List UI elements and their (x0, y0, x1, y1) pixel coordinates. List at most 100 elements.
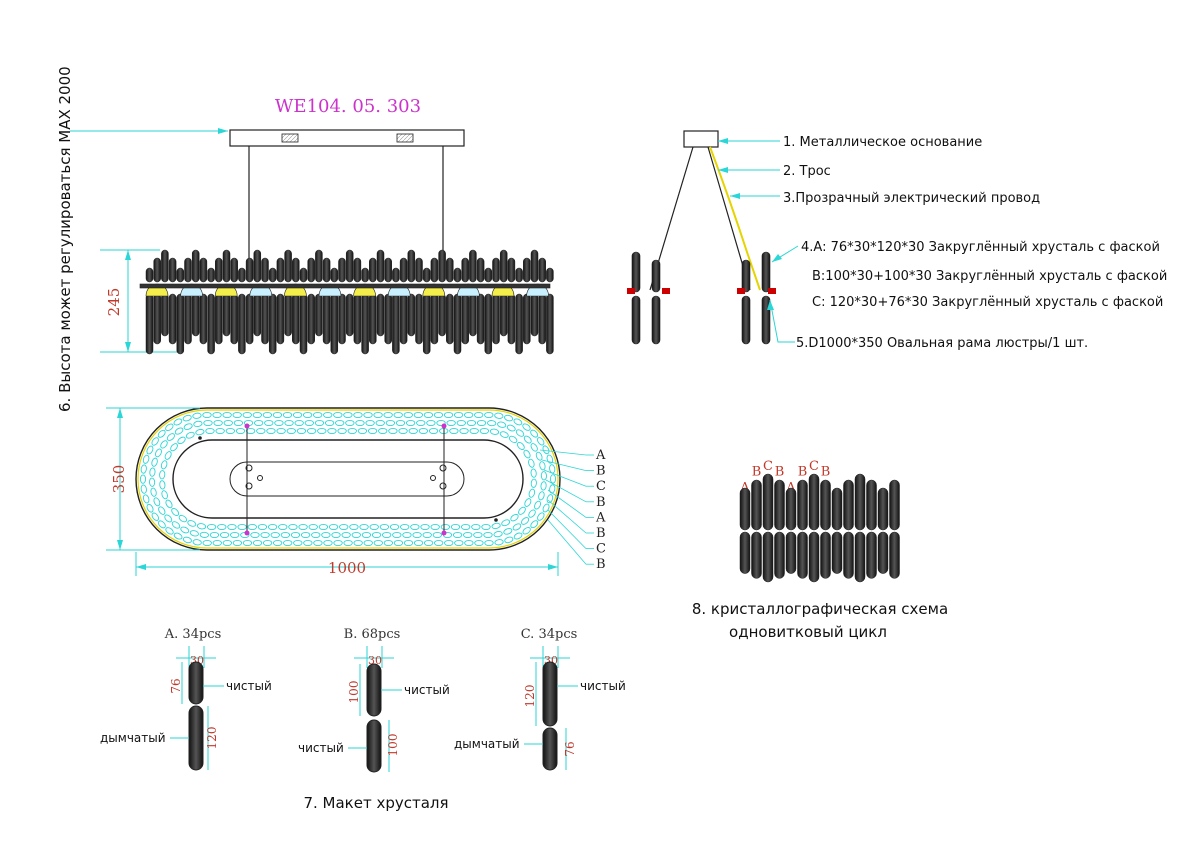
front-crystal-bottom (338, 293, 346, 345)
front-crystal-top (261, 257, 269, 283)
front-crystal-top (484, 267, 493, 283)
front-crystal-bottom (484, 293, 493, 355)
plan-crystal-link (302, 411, 313, 419)
plan-crystal-link (149, 467, 156, 477)
plan-crystal-link (433, 411, 444, 419)
plan-crystal-link (392, 531, 402, 539)
plan-crystal-link (474, 411, 484, 419)
scheme-crystal-array (739, 473, 900, 583)
plan-crystal-link (422, 531, 432, 539)
part-4a-label: 4.A: 76*30*120*30 Закруглённый хрусталь … (801, 240, 1160, 255)
plan-crystal-link (371, 531, 382, 539)
plan-crystal-link (473, 531, 483, 539)
plan-ring-letter: B (596, 464, 606, 479)
front-crystal-bottom (523, 293, 531, 345)
front-crystal-top (422, 267, 431, 283)
plan-crystal-link (157, 520, 166, 529)
plan-crystal-link (278, 523, 288, 531)
plan-crystal-link (537, 512, 545, 521)
scheme-crystal-bottom (889, 531, 900, 579)
plan-crystal-link (245, 427, 256, 435)
plan-crystal-link (434, 539, 444, 547)
front-crystal-bottom (299, 293, 308, 355)
plan-crystal-link (180, 526, 190, 534)
plan-crystal-link (474, 539, 484, 547)
front-crystal-bottom (161, 293, 169, 337)
front-crystal-top (161, 249, 169, 283)
plan-crystal-link (504, 536, 514, 544)
front-crystal-bottom (345, 293, 354, 337)
crystal-b-top-len: 100 (347, 681, 361, 704)
plan-crystal-link (530, 520, 539, 529)
front-crystal-bottom (453, 293, 462, 355)
front-crystal-bottom (191, 293, 200, 337)
front-crystal-top (245, 257, 254, 283)
plan-crystal-link (165, 527, 174, 535)
plan-crystal-link (449, 427, 459, 435)
plan-crystal-link (494, 412, 504, 419)
front-crystal-top (268, 267, 277, 283)
plan-crystal-link (413, 411, 423, 419)
plan-crystal-link (223, 419, 233, 427)
plan-crystal-link (343, 411, 353, 419)
plan-crystal-link (403, 539, 414, 547)
front-crystal-top (392, 267, 400, 283)
plan-crystal-link (539, 461, 546, 471)
plan-crystal-link (461, 523, 471, 531)
scheme-crystal-top (877, 487, 889, 531)
part-2-label: 2. Трос (783, 164, 831, 179)
plan-crystal-link (196, 523, 207, 530)
crystal-a-bottom-len: 120 (205, 727, 219, 750)
plan-crystal-link (250, 531, 260, 539)
scheme-crystal-bottom (854, 531, 866, 583)
crystal-b-title: B. 68pcs (344, 627, 401, 642)
plan-crystal-link (235, 427, 246, 435)
plan-crystal-link (185, 431, 195, 439)
plan-crystal-link (353, 539, 363, 547)
scheme-crystal-top (831, 487, 843, 531)
plan-crystal-link (365, 419, 375, 427)
front-crystal-top (499, 249, 508, 283)
plan-crystal-link (213, 419, 223, 427)
plan-crystal-link (432, 531, 442, 539)
plan-crystal-link (512, 523, 522, 531)
plan-crystal-link (484, 411, 494, 419)
plan-crystal-link (146, 503, 154, 513)
front-crystal-bottom (353, 293, 362, 345)
scheme-crystal-bottom (774, 531, 785, 579)
plan-crystal-link (205, 427, 215, 435)
plan-crystal-link (160, 460, 168, 470)
plan-crystal-link (540, 481, 547, 491)
plan-crystal-link (283, 539, 293, 547)
plan-crystal-link (192, 539, 202, 546)
front-crystal-bottom (207, 293, 215, 355)
front-crystal-bottom (322, 293, 331, 345)
plan-crystal-link (530, 429, 539, 438)
plan-crystal-link (314, 419, 325, 427)
plan-crystal-link (328, 523, 339, 531)
plan-crystal-link (479, 427, 490, 435)
plan-crystal-link (343, 539, 353, 547)
plan-crystal-link (506, 424, 516, 432)
scheme-crystal-top (762, 473, 774, 531)
plan-crystal-link (274, 419, 284, 427)
plan-crystal-link (219, 531, 230, 539)
plan-crystal-link (395, 419, 406, 427)
plan-crystal-link (523, 449, 531, 459)
plan-crystal-link (202, 539, 212, 547)
scheme-caption-line2: одновитковый цикл (729, 623, 887, 641)
plan-crystal-link (217, 523, 227, 531)
plan-crystal-link (405, 419, 416, 427)
scheme-crystal-top (820, 479, 831, 531)
front-crystal-bottom (261, 293, 269, 345)
plan-crystal-link (161, 490, 168, 500)
front-crystal-top (492, 257, 500, 283)
front-crystal-top (453, 267, 462, 283)
front-crystal-bottom (422, 293, 431, 355)
scheme-crystal-top (774, 479, 785, 531)
plan-crystal-link (182, 414, 192, 422)
front-crystal-bottom (253, 293, 262, 337)
scheme-crystal-bottom (785, 531, 797, 574)
front-crystal-top (407, 249, 416, 283)
front-crystal-top (145, 267, 154, 283)
